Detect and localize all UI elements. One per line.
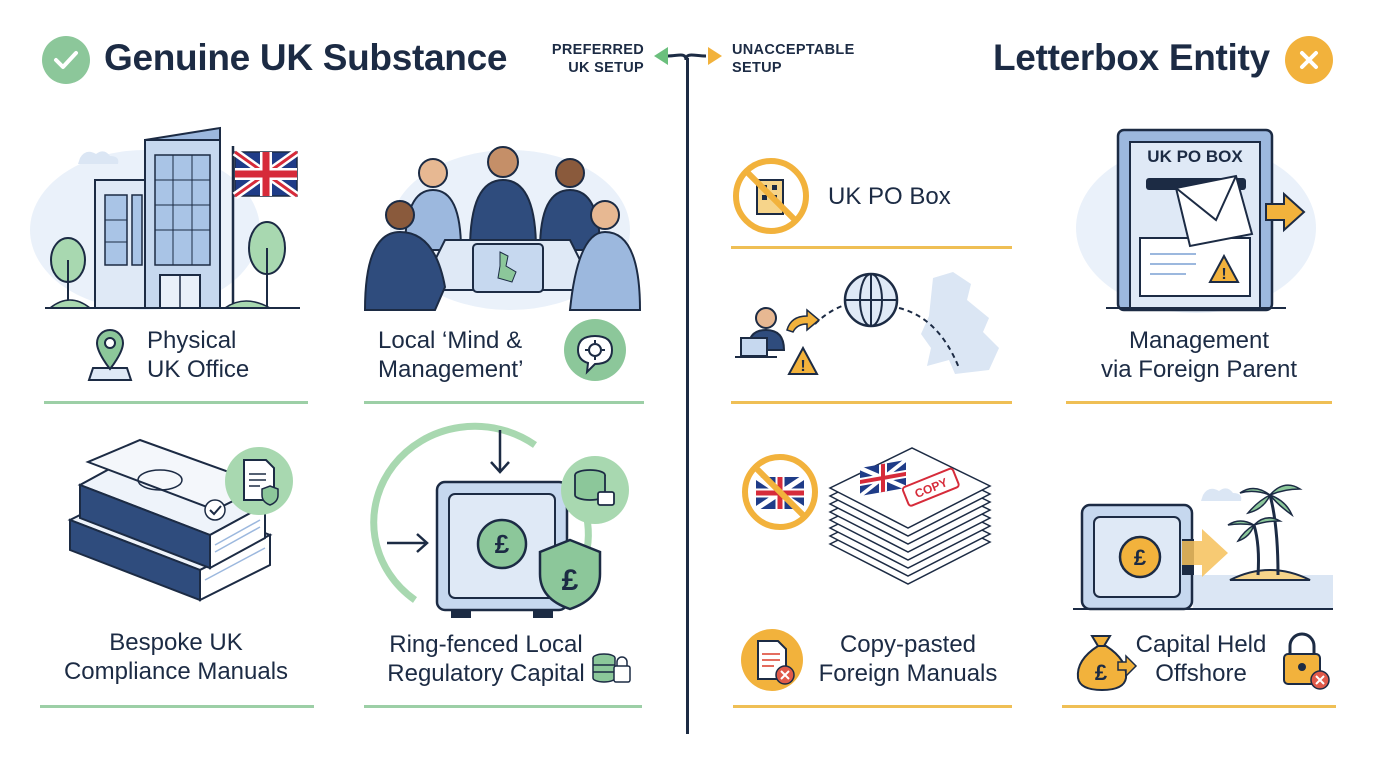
map-pin-icon	[87, 328, 133, 381]
mind-label: Local ‘Mind & Management’	[378, 326, 523, 384]
uk-flag-icon	[232, 148, 300, 200]
center-divider	[686, 58, 689, 734]
office-line1: Physical	[147, 327, 237, 354]
remote-rule	[731, 401, 1012, 404]
compliance-manuals-illustration	[67, 438, 273, 602]
svg-text:!: !	[800, 358, 805, 375]
document-check-icon	[225, 447, 293, 515]
svg-text:!: !	[1221, 266, 1226, 283]
manuals-rule	[40, 705, 314, 708]
coins-lock-icon	[592, 653, 631, 683]
po-box-mailbox-illustration: !	[1076, 128, 1316, 313]
svg-text:£: £	[1095, 660, 1108, 685]
office-rule	[44, 401, 308, 404]
manuals-line1: Bespoke UK	[109, 629, 243, 656]
offshore-line1: Capital Held	[1135, 631, 1267, 658]
foreign-mgmt-rule	[1066, 401, 1332, 404]
speech-gear-icon	[564, 319, 626, 381]
pobox-rule	[731, 246, 1012, 249]
preferred-label: PREFERRED UK SETUP	[550, 41, 644, 77]
check-icon	[54, 51, 78, 69]
offshore-label: Capital Held Offshore	[1128, 630, 1274, 688]
no-building-icon	[733, 158, 809, 234]
svg-text:£: £	[1134, 545, 1147, 570]
left-title: Genuine UK Substance	[104, 37, 508, 78]
pobox-label: UK PO Box	[828, 183, 951, 210]
offshore-rule	[1062, 705, 1336, 708]
check-badge	[42, 36, 90, 84]
mind-rule	[364, 401, 644, 404]
svg-text:£: £	[562, 564, 579, 597]
office-building-illustration	[30, 126, 300, 310]
unacceptable-line2: SETUP	[732, 60, 782, 76]
manuals-label: Bespoke UK Compliance Manuals	[44, 628, 308, 686]
manuals-line2: Compliance Manuals	[63, 658, 289, 685]
unacceptable-label: UNACCEPTABLE SETUP	[732, 41, 855, 77]
capital-rule	[364, 705, 642, 708]
arrow-right-icon	[708, 47, 722, 65]
cross-icon	[1300, 51, 1318, 69]
unacceptable-line1: UNACCEPTABLE	[732, 42, 855, 58]
copy-manuals-line2: Foreign Manuals	[818, 660, 998, 687]
svg-text:£: £	[495, 529, 510, 559]
office-line2: UK Office	[147, 356, 250, 383]
offshore-safe-island-illustration: £	[1073, 484, 1333, 611]
boardroom-meeting-illustration	[363, 146, 642, 311]
remote-worker-warning-icon: !	[735, 272, 999, 375]
mind-line2: Management’	[378, 356, 524, 383]
preferred-line1: PREFERRED	[551, 42, 644, 58]
copy-manuals-rule	[733, 705, 1012, 708]
po-box-sign: UK PO BOX	[1147, 147, 1243, 166]
foreign-mgmt-label: Management via Foreign Parent	[1066, 326, 1332, 384]
tree-icon	[50, 221, 286, 308]
preferred-line2: UK SETUP	[568, 60, 644, 76]
offshore-line2: Offshore	[1155, 660, 1247, 687]
copied-documents-stack-illustration: COPY	[828, 447, 992, 585]
capital-label: Ring-fenced Local Regulatory Capital	[366, 630, 606, 688]
foreign-mgmt-line2: via Foreign Parent	[1100, 356, 1298, 383]
ring-fenced-safe-illustration: £ £	[370, 422, 629, 618]
cross-badge	[1285, 36, 1333, 84]
foreign-mgmt-line1: Management	[1128, 327, 1270, 354]
capital-line2: Regulatory Capital	[387, 660, 585, 687]
no-uk-flag-icon	[742, 454, 818, 530]
mind-line1: Local ‘Mind &	[378, 327, 523, 354]
right-title: Letterbox Entity	[993, 37, 1270, 78]
copy-manuals-line1: Copy-pasted	[839, 631, 977, 658]
copy-manuals-label: Copy-pasted Foreign Manuals	[808, 630, 1008, 688]
money-bag-icon: £	[1076, 635, 1138, 692]
arrow-left-icon	[654, 47, 668, 65]
office-label: Physical UK Office	[147, 326, 249, 384]
lock-error-icon	[1283, 632, 1330, 690]
capital-line1: Ring-fenced Local	[389, 631, 583, 658]
document-error-icon	[741, 629, 803, 691]
